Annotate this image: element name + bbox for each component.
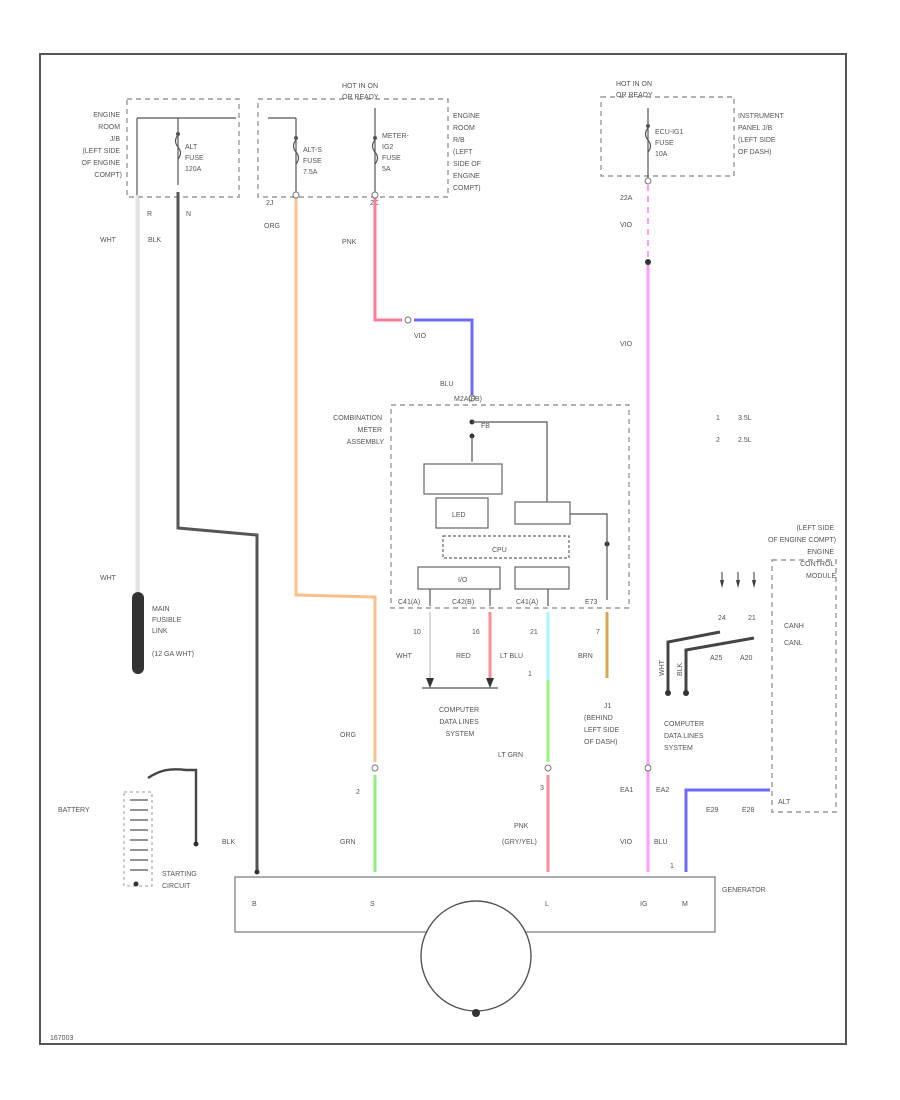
ecm-location-label: (LEFT SIDE OF ENGINE COMPT) [768, 525, 836, 544]
wire-org-alts [294, 195, 377, 762]
ecu-hot-label: HOT IN ON OR READY [616, 81, 654, 99]
wire-label-vio-low: VIO [620, 839, 633, 846]
note-item-2: 2 2.5L [716, 437, 752, 444]
alt-fuse-label: ALT FUSE 120A [185, 144, 206, 173]
data-lines-right-label: COMPUTER DATA LINES SYSTEM [664, 721, 706, 752]
generator-terminal-ig: IG [640, 901, 647, 908]
inline-connectors [292, 177, 652, 772]
wire-label-grn: GRN [340, 839, 356, 846]
starting-circuit-label: STARTING CIRCUIT [162, 871, 199, 890]
wire-label-pnk-l: PNK [514, 823, 529, 830]
pin-r-label: R [147, 211, 152, 218]
combination-meter-label: COMBINATION METER ASSEMBLY [333, 415, 384, 446]
wire-blk-b [176, 192, 259, 872]
wire-label-wht-low: WHT [100, 575, 117, 582]
ecm-canh-label: CANH [784, 623, 804, 630]
connector-ea1-label: EA1 [620, 787, 633, 794]
wire-label-vio-conn: VIO [414, 333, 427, 340]
generator-terminal-m: M [682, 901, 688, 908]
fuse-symbols [136, 108, 652, 195]
gen-pin-3: 3 [540, 785, 544, 792]
wire-blu-meter [414, 318, 474, 398]
ecm-pin-a20: A20 [740, 655, 753, 662]
wire-blk-can [666, 630, 721, 693]
wire-battery [147, 768, 198, 842]
meter-internal [417, 421, 608, 606]
wire-label-pnk: PNK [342, 239, 357, 246]
meter-pin-numbers: 10 16 21 7 [413, 629, 600, 636]
battery-label: BATTERY [58, 807, 90, 814]
wire-blk-can2 [684, 636, 755, 693]
wire-label-brn: BRN [578, 653, 593, 660]
instrument-panel-jb-label: INSTRUMENT PANEL J/B (LEFT SIDE OF DASH) [738, 113, 786, 156]
pin-2j-label: 2J [266, 200, 273, 207]
wire-label-blk-can: BLK [677, 662, 684, 676]
meter-cpu-label: CPU [492, 547, 507, 554]
meter-connector-ids: C41(A) C42(B) C41(A) E73 [398, 599, 598, 606]
j1-junction-label: 1 [528, 671, 532, 678]
ecm-box [771, 559, 837, 813]
combination-meter-box [390, 404, 630, 609]
generator-terminal-s: S [370, 901, 375, 908]
ecu-fuse-label: ECU-IG1 FUSE 10A [655, 129, 685, 158]
wire-label-vio-mid: VIO [620, 341, 633, 348]
wire-label-org-low: ORG [340, 732, 356, 739]
fusible-link [132, 592, 144, 674]
wire-label-org-top: ORG [264, 223, 280, 230]
data-lines-bracket [422, 678, 498, 689]
wire-label-blu-low: BLU [654, 839, 668, 846]
meter-fuse-label: METER- IG2 FUSE 5A [382, 133, 411, 173]
generator-ground [472, 1009, 480, 1017]
battery-symbol [123, 791, 199, 887]
generator-label: GENERATOR [722, 887, 766, 894]
ecm-pin-21: 21 [748, 615, 756, 622]
ecm-ref-arrows [665, 572, 756, 696]
alts-fuse-label: ALT-S FUSE 7.5A [303, 147, 324, 176]
wire-blu-m [684, 788, 770, 872]
pin-22a-label: 22A [620, 195, 633, 202]
wire-label-blk: BLK [148, 237, 162, 244]
generator-circle [420, 900, 532, 1012]
ecm-name-label: ENGINE CONTROL MODULE [800, 549, 836, 580]
engine-room-rb-box [257, 98, 449, 198]
gen-pin-2: 2 [356, 789, 360, 796]
fusible-link-label: MAIN FUSIBLE LINK (12 GA WHT) [152, 606, 194, 658]
meter-connector-label-2: FB [481, 423, 490, 430]
ecm-pin-e28: E28 [742, 807, 755, 814]
engine-room-rb-label: ENGINE ROOM R/B (LEFT SIDE OF ENGINE COM… [453, 113, 483, 192]
engine-room-jb-label: ENGINE ROOM J/B (LEFT SIDE OF ENGINE COM… [82, 112, 122, 179]
wire-label-blu-meter: BLU [440, 381, 454, 388]
ecm-alt-label: ALT [778, 799, 791, 806]
note-item-1: 1 3.5L [716, 415, 752, 422]
wire-label-wht-can: WHT [659, 659, 666, 676]
j1-label: J1 (BEHIND LEFT SIDE OF DASH) [584, 703, 621, 746]
wire-label-blk-b: BLK [222, 839, 236, 846]
meter-connector-label: M2A(FB) [454, 396, 482, 403]
wire-label-pnk-l2: (GRY/YEL) [502, 839, 537, 846]
ecm-canl-label: CANL [784, 640, 803, 647]
ecm-pin-a25: A25 [710, 655, 723, 662]
generator-terminal-l: L [545, 901, 549, 908]
pin-n-label: N [186, 211, 191, 218]
footer-id: 167003 [50, 1035, 73, 1042]
meter-led-label: LED [452, 512, 466, 519]
meter-io-label: I/O [458, 577, 468, 584]
engine-room-jb-box [126, 98, 240, 198]
ecm-pin-24: 24 [718, 615, 726, 622]
generator-terminal-b: B [252, 901, 257, 908]
data-lines-left-label: COMPUTER DATA LINES SYSTEM [439, 707, 481, 738]
ecm-pin-e29: E29 [706, 807, 719, 814]
wire-label-ltblu: LT BLU [500, 653, 523, 660]
wire-label-ltgrn: LT GRN [498, 752, 523, 759]
wire-label-vio-top: VIO [620, 222, 633, 229]
meter-hot-label: HOT IN ON OR READY [342, 83, 380, 101]
wire-label-wht: WHT [100, 237, 117, 244]
wire-label-red: RED [456, 653, 471, 660]
gen-pin-1: 1 [670, 863, 674, 870]
instrument-panel-jb-box [600, 96, 735, 177]
wire-label-wht-data: WHT [396, 653, 413, 660]
connector-ea2-label: EA2 [656, 787, 669, 794]
wire-pnk-meter [373, 195, 402, 322]
